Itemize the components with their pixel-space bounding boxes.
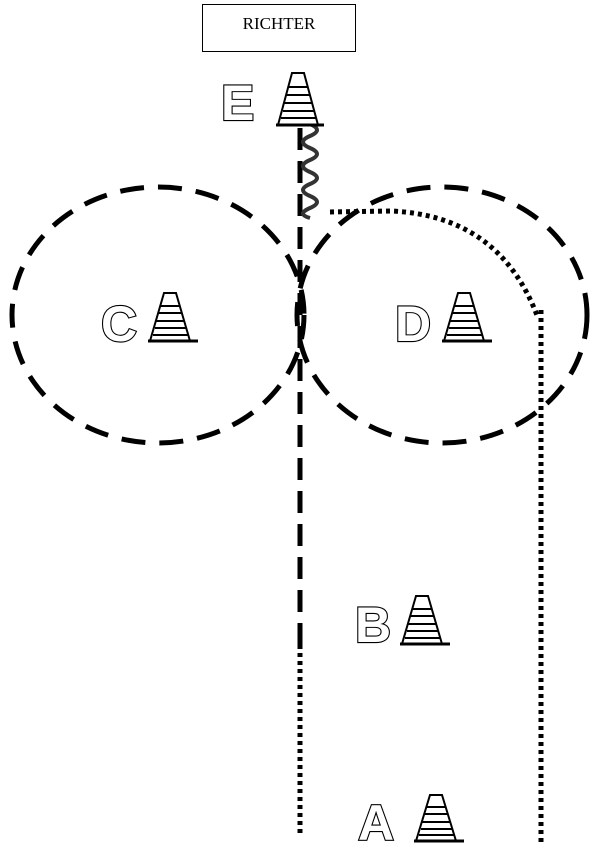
- cone-icon: [400, 595, 450, 646]
- cone-d-letter: D: [395, 296, 431, 352]
- cone-e-letter: E: [221, 75, 254, 131]
- cone-icon: [414, 794, 464, 843]
- dotted-curve-path: [329, 208, 541, 319]
- zone-circle-c: [9, 184, 307, 446]
- cone-b-letter: B: [355, 597, 391, 653]
- title-text: RICHTER: [242, 14, 316, 33]
- cone-icon: [276, 72, 324, 127]
- cone-c: C: [100, 292, 198, 353]
- cone-a: A: [357, 794, 464, 849]
- cone-icon: [148, 292, 198, 343]
- wavy-path: [301, 122, 319, 220]
- zone-circle-d: [294, 184, 590, 446]
- cone-a-letter: A: [358, 795, 394, 849]
- cone-e: E: [220, 72, 324, 132]
- title-box: RICHTER: [202, 4, 356, 52]
- cone-icon: [442, 292, 492, 343]
- cone-b: B: [354, 595, 450, 654]
- cone-c-letter: C: [101, 296, 137, 352]
- cone-d: D: [394, 292, 492, 353]
